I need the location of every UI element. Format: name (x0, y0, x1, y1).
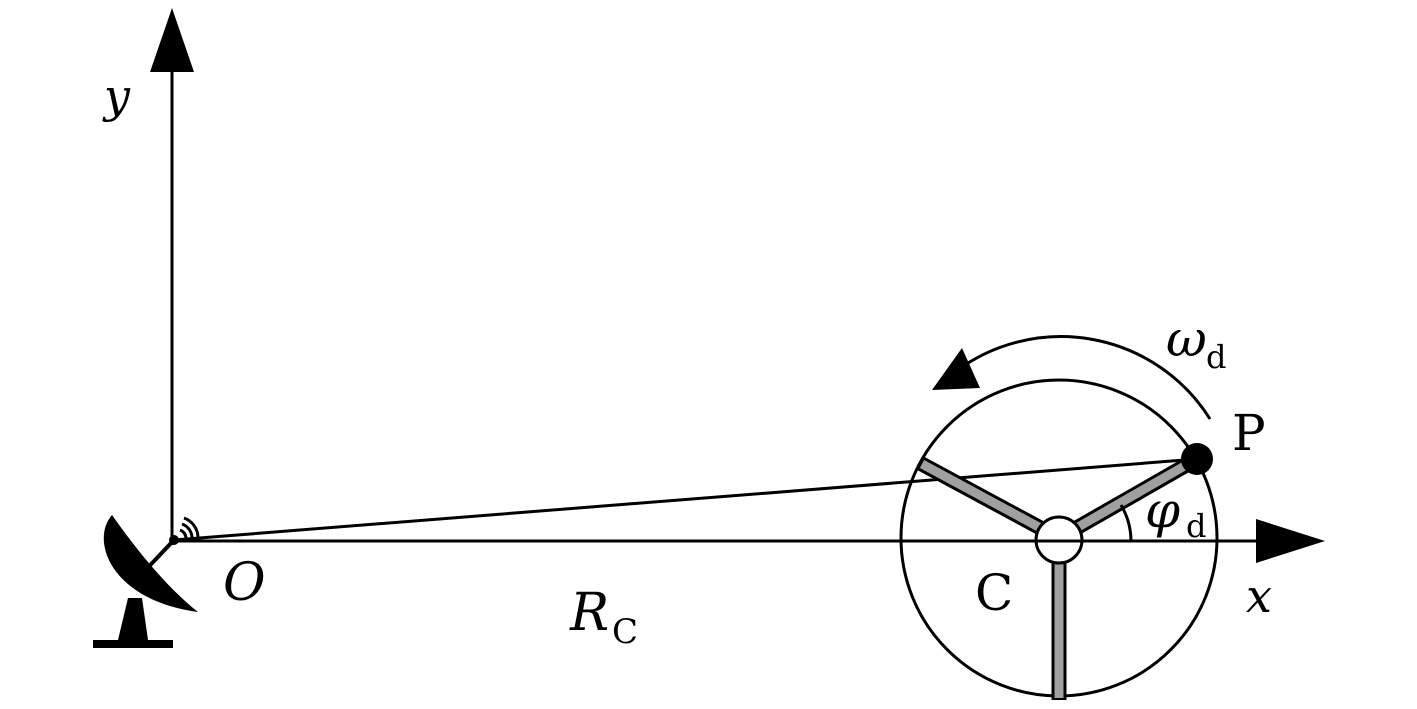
phi-label: φ (1145, 481, 1180, 539)
phi-subscript: d (1186, 507, 1206, 545)
omega-subscript: d (1206, 338, 1226, 376)
omega-label: ω (1166, 310, 1207, 368)
rotation-arc (954, 335, 1212, 420)
origin-label: O (223, 553, 266, 613)
point-label: P (1232, 404, 1266, 462)
radius-subscript: C (612, 612, 638, 652)
center-label: C (975, 564, 1013, 622)
x-axis-arrowhead (1256, 519, 1325, 563)
satellite-dish-icon (93, 515, 200, 648)
y-axis-arrowhead (150, 8, 194, 72)
scatter-point-p (1181, 443, 1213, 475)
phi-angle-arc (1119, 504, 1133, 542)
radius-label: R (569, 583, 609, 643)
blade-upper-left (916, 456, 1063, 545)
rotation-arrowhead (932, 348, 980, 390)
x-axis-label: x (1246, 569, 1272, 623)
line-of-sight (173, 457, 1198, 542)
y-axis-label: y (102, 69, 131, 123)
blade-upper-right (1055, 452, 1201, 545)
